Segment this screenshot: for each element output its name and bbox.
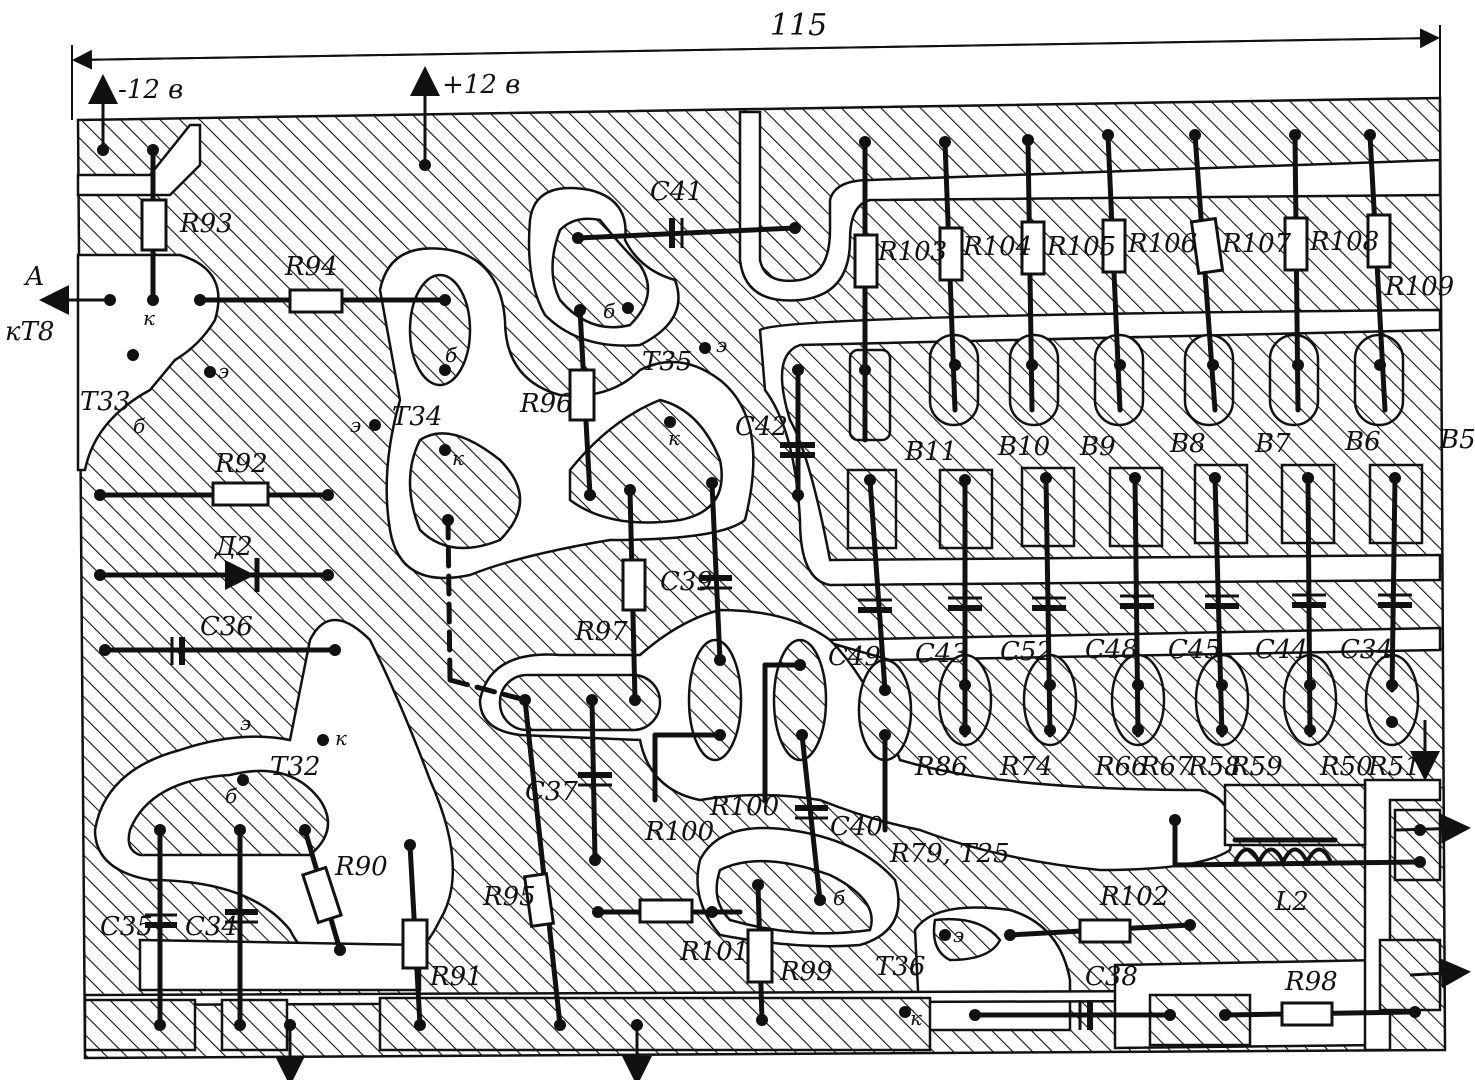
t32-label: Т32 [270,752,320,782]
capacitor-symbols [145,218,1412,1030]
r100-label-a: R100 [644,817,714,847]
b11-label: В11 [904,437,957,467]
dimension-label: 115 [770,8,827,43]
r109-label: R109 [1384,272,1454,302]
solder-dots [94,129,1426,1031]
r107-label: R107 [1221,229,1292,259]
r102-label: R102 [1099,882,1169,912]
r96-label: R96 [519,389,573,419]
c36-label: С36 [200,612,253,642]
c35-label: С35 [100,912,153,942]
r58-label: R58 [1187,752,1241,782]
r105-label: R105 [1046,232,1116,262]
c37-label: С37 [525,777,578,807]
r106-label: R106 [1127,229,1197,259]
b10-label: В10 [997,432,1050,462]
pin-b-t35: б [603,299,616,323]
output-kt8-label: кТ8 [5,317,54,347]
r67-label: R67 [1139,752,1193,782]
l2-label: L2 [1274,887,1309,917]
r79-t25-label: R79, Т25 [889,839,1010,869]
r51-label: R51 [1367,752,1421,782]
r100-label-b: R100 [709,792,779,822]
output-a-label: А [23,262,45,292]
pin-b-t33: б [133,414,146,438]
c49-label: С49 [828,642,881,672]
pin-k-t32: к [335,726,347,750]
r108-label: R108 [1309,227,1379,257]
r90-label: R90 [334,852,388,882]
r104-label: R104 [962,232,1032,262]
r74-label: R74 [999,752,1053,782]
pin-k-t36: к [910,1006,922,1030]
inductor-coil [1233,847,1333,867]
b6-label: В6 [1344,427,1381,457]
pin-k-t33: к [143,306,155,330]
pin-e-t33: э [218,359,229,383]
r50-label: R50 [1319,752,1373,782]
c38-label: С38 [1085,962,1138,992]
b5-label: В5 [1439,425,1475,455]
c40-label: С40 [830,812,883,842]
r91-label: R91 [429,962,483,992]
component-labels: -12 в +12 в А кТ8 Т33 Т34 Т35 Т32 Т36 R9… [5,70,1475,1030]
c44-label: С44 [1255,635,1308,665]
r59-label: R59 [1229,752,1283,782]
resistor-bodies [140,198,1392,1027]
d2-label: Д2 [214,532,253,562]
r97-label: R97 [574,617,628,647]
r101-label: R101 [679,937,749,967]
r86-label: R86 [914,752,968,782]
t35-label: Т35 [642,347,692,377]
pads [83,217,1442,1052]
pin-e-t34: э [350,413,361,437]
c48-label: С48 [1085,635,1138,665]
r95-label: R95 [482,882,536,912]
t34-label: Т34 [392,402,442,432]
r103-label: R103 [877,237,947,267]
plus-12v-label: +12 в [442,70,520,100]
r94-label: R94 [284,252,338,282]
arrows [39,66,1471,1080]
t33-label: Т33 [80,387,130,417]
c42-label: С42 [735,412,788,442]
diode-symbol [225,558,260,592]
b7-label: В7 [1254,429,1291,459]
c41-label: С41 [650,177,703,207]
minus-12v-label: -12 в [118,75,183,105]
c34-right-label: С34 [1340,635,1393,665]
c52-label: С52 [1000,637,1053,667]
r93-label: R93 [179,209,233,239]
pin-b-t32: б [225,784,238,808]
pin-e-t32: э [240,711,251,735]
r92-label: R92 [214,449,268,479]
t36-label: Т36 [875,952,925,982]
c39-label: С39 [660,567,713,597]
c45-label: С45 [1168,635,1221,665]
b8-label: В8 [1169,429,1206,459]
dimension-line: 115 [71,8,1441,120]
r66-label: R66 [1094,752,1148,782]
pin-e-t35: э [716,333,727,357]
r98-label: R98 [1284,967,1338,997]
b9-label: В9 [1079,432,1116,462]
pin-b-t36: б [833,886,846,910]
pin-k-t34: к [452,446,464,470]
c43-label: С43 [915,639,968,669]
pin-e-t36: э [953,923,964,947]
pin-k-t35: к [668,426,680,450]
pin-b-t34: б [445,343,458,367]
r99-label: R99 [779,957,833,987]
c34-left-label: С34 [185,912,238,942]
